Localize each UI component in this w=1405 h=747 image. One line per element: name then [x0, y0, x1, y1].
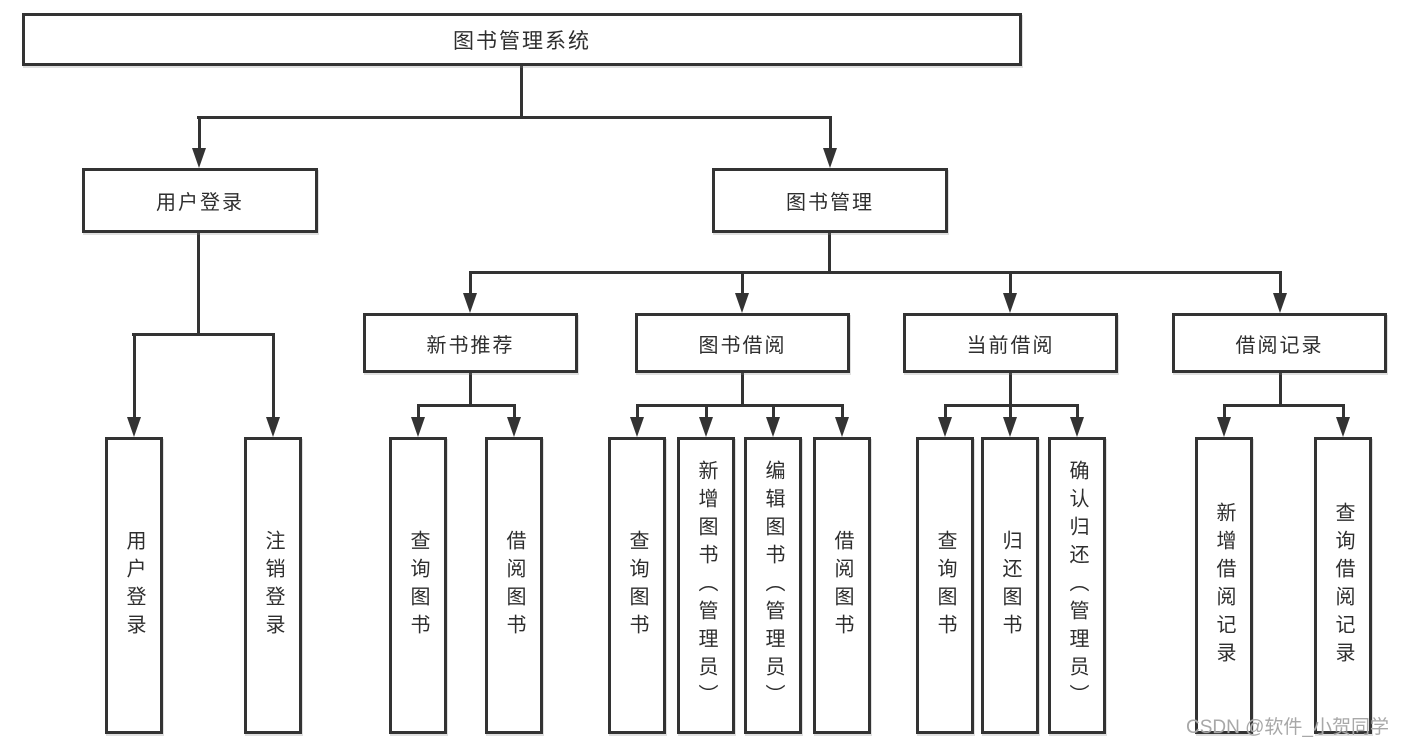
leaf-add-borrow-record: 新增借阅记录: [1195, 437, 1253, 734]
node-label: 编辑图书（管理员）: [762, 459, 784, 712]
node-label: 用户登录: [156, 192, 244, 214]
edge-book-borrow-branch: [636, 404, 844, 407]
node-label: 确认归还（管理员）: [1066, 459, 1088, 712]
edge-arrow-logout-leaf: [265, 333, 281, 437]
leaf-borrow-books-borrow: 借阅图书: [813, 437, 871, 734]
edge-arrow-borrow-records: [1272, 271, 1288, 313]
edge-arrow-add-borrow-record: [1216, 404, 1232, 437]
csdn-watermark: CSDN @软件_小贺同学: [1186, 717, 1389, 738]
leaf-query-borrow-record: 查询借阅记录: [1314, 437, 1372, 734]
edge-arrow-query-books-2: [629, 404, 645, 437]
node-label: 借阅图书: [831, 529, 853, 642]
edge-arrow-new-book-recommend: [462, 271, 478, 313]
node-current-borrow: 当前借阅: [903, 313, 1118, 373]
leaf-borrow-books-recommend: 借阅图书: [485, 437, 543, 734]
edge-user-login-stem: [197, 231, 200, 335]
edge-user-login-branch: [132, 333, 274, 336]
edge-arrow-borrow-books-1: [506, 404, 522, 437]
node-new-book-recommend: 新书推荐: [363, 313, 578, 373]
node-label: 查询借阅记录: [1332, 501, 1354, 670]
edge-arrow-query-books-1: [410, 404, 426, 437]
node-label: 图书管理系统: [453, 29, 591, 53]
node-user-login: 用户登录: [82, 168, 318, 233]
edge-arrow-user-login-leaf: [126, 333, 142, 437]
node-label: 图书管理: [786, 192, 874, 214]
node-book-management: 图书管理: [712, 168, 948, 233]
edge-new-book-recommend-stem: [469, 371, 472, 407]
edge-arrow-current-borrow: [1002, 271, 1018, 313]
node-label: 查询图书: [407, 529, 429, 642]
node-label: 查询图书: [626, 529, 648, 642]
edge-arrow-query-borrow-record: [1335, 404, 1351, 437]
edge-arrow-book-management: [822, 116, 838, 168]
leaf-confirm-return-admin: 确认归还（管理员）: [1048, 437, 1106, 734]
leaf-query-books-borrow: 查询图书: [608, 437, 666, 734]
edge-arrow-book-borrow: [734, 271, 750, 313]
edge-borrow-records-stem: [1279, 371, 1282, 407]
edge-arrow-user-login: [191, 116, 207, 168]
node-label: 图书借阅: [698, 334, 787, 357]
edge-arrow-confirm-return: [1069, 404, 1085, 437]
edge-current-borrow-stem: [1009, 371, 1012, 407]
node-label: 归还图书: [999, 529, 1021, 642]
edge-book-borrow-stem: [741, 371, 744, 407]
edge-root-stem: [520, 64, 523, 119]
edge-arrow-add-books: [698, 404, 714, 437]
leaf-user-login: 用户登录: [105, 437, 163, 734]
leaf-query-books-recommend: 查询图书: [389, 437, 447, 734]
node-library-management-system: 图书管理系统: [22, 13, 1022, 66]
edge-level3-branch: [469, 271, 1281, 274]
node-label: 新增图书（管理员）: [695, 459, 717, 712]
leaf-return-books: 归还图书: [981, 437, 1039, 734]
node-label: 借阅图书: [503, 529, 525, 642]
leaf-logout: 注销登录: [244, 437, 302, 734]
node-label: 新增借阅记录: [1213, 501, 1235, 670]
edge-arrow-return-books: [1002, 404, 1018, 437]
edge-new-book-recommend-branch: [417, 404, 516, 407]
node-label: 当前借阅: [966, 334, 1055, 357]
edge-root-branch: [197, 116, 832, 119]
leaf-add-books-admin: 新增图书（管理员）: [677, 437, 735, 734]
node-label: 查询图书: [934, 529, 956, 642]
node-label: 用户登录: [123, 529, 145, 642]
edge-arrow-borrow-books-2: [834, 404, 850, 437]
edge-arrow-edit-books: [765, 404, 781, 437]
node-label: 新书推荐: [426, 334, 515, 357]
node-borrow-records: 借阅记录: [1172, 313, 1387, 373]
leaf-edit-books-admin: 编辑图书（管理员）: [744, 437, 802, 734]
node-label: 注销登录: [262, 529, 284, 642]
edge-book-management-stem: [828, 231, 831, 274]
edge-arrow-query-books-3: [937, 404, 953, 437]
node-label: 借阅记录: [1235, 334, 1324, 357]
node-book-borrow: 图书借阅: [635, 313, 850, 373]
leaf-query-books-current: 查询图书: [916, 437, 974, 734]
edge-borrow-records-branch: [1223, 404, 1345, 407]
